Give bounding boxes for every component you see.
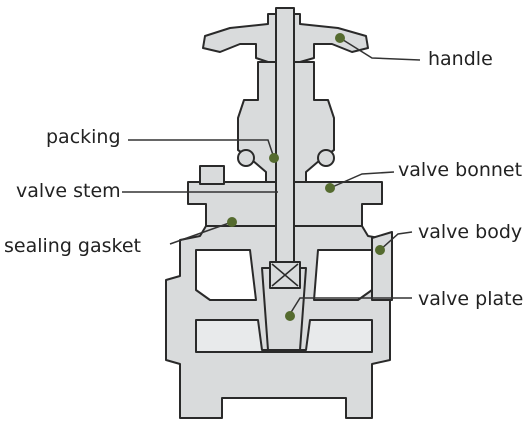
- dot-packing: [269, 153, 279, 163]
- yoke-bolt-left: [237, 149, 255, 167]
- leader-packing: [128, 139, 275, 159]
- stem: [275, 7, 295, 279]
- dot-handle: [335, 33, 345, 43]
- label-valve-bonnet: valve bonnet: [398, 159, 523, 181]
- label-sealing-gasket: sealing gasket: [4, 235, 141, 257]
- dot-valve-plate: [285, 311, 295, 321]
- body-flow-bore: [195, 319, 373, 353]
- body-cavity-left: [195, 249, 257, 301]
- leader-valve-body: [379, 231, 413, 251]
- body-cavity-right: [313, 249, 373, 301]
- dot-sealing-gasket: [227, 217, 237, 227]
- label-packing: packing: [46, 126, 121, 148]
- stem-nut-cross: [271, 263, 299, 287]
- label-valve-stem: valve stem: [16, 180, 121, 202]
- leader-handle: [339, 37, 421, 61]
- label-valve-body: valve body: [418, 221, 523, 243]
- leader-valve-bonnet: [329, 171, 395, 189]
- yoke-bolt-right: [317, 149, 335, 167]
- leader-sealing-gasket: [169, 221, 233, 245]
- dot-valve-bonnet: [325, 183, 335, 193]
- leader-valve-plate: [289, 297, 412, 315]
- label-valve-plate: valve plate: [418, 288, 524, 310]
- bonnet-bolt: [199, 165, 225, 185]
- label-handle: handle: [428, 48, 493, 70]
- dot-valve-body: [375, 245, 385, 255]
